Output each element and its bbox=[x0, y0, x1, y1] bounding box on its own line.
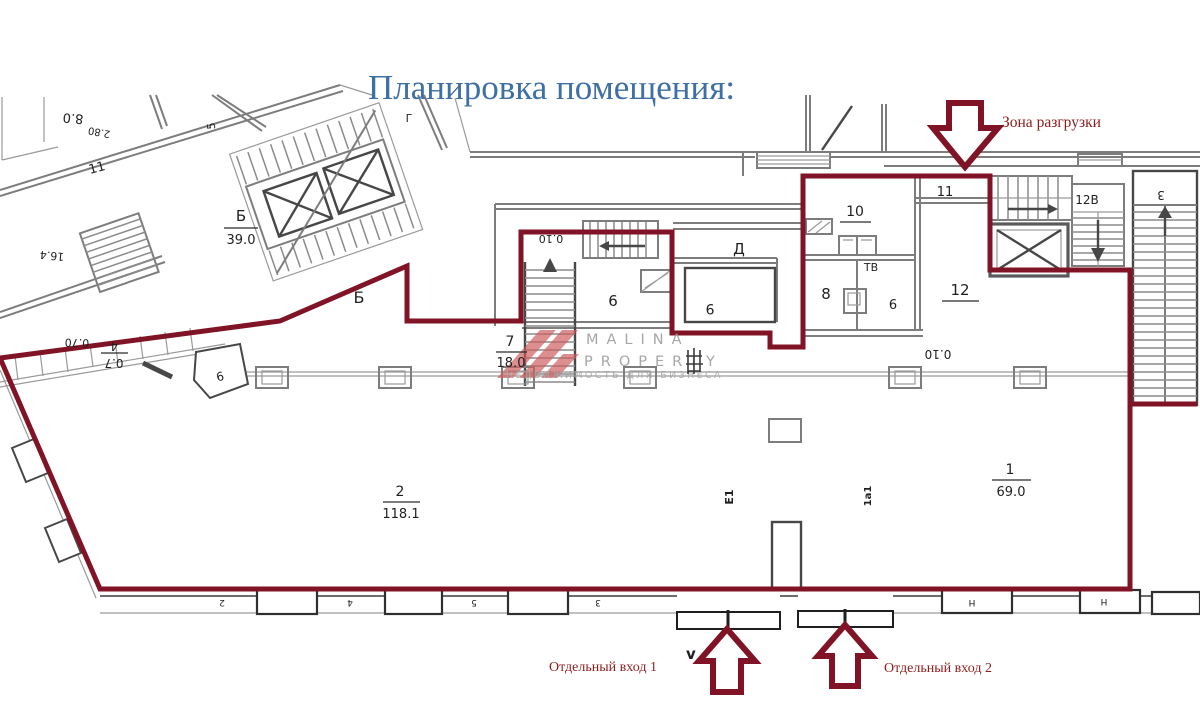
label-re: 9 bbox=[706, 300, 715, 316]
entrance1-arrow-icon bbox=[692, 624, 762, 695]
entrance2-label: Отдельный вход 2 bbox=[884, 661, 992, 676]
label-g: Г bbox=[406, 112, 413, 125]
rotated-side-stair bbox=[78, 211, 160, 294]
label-r1-area: 69.0 bbox=[997, 485, 1026, 500]
watermark-brand-top: MALINA bbox=[586, 332, 690, 348]
label-r2-num: 2 bbox=[396, 484, 405, 500]
column-line bbox=[230, 366, 1130, 591]
label-a010: 0.10 bbox=[539, 232, 564, 245]
label-r12: 12 bbox=[950, 281, 969, 299]
label-a010b: 0.10 bbox=[925, 347, 952, 361]
label-w2: 2 bbox=[219, 597, 225, 607]
label-a1: 1а1 bbox=[863, 486, 874, 507]
label-w3: 3 bbox=[595, 597, 601, 607]
label-a5: 5 bbox=[205, 122, 219, 130]
rotated-stair-core bbox=[228, 101, 424, 282]
watermark-tagline: НЕДВИЖИМОСТЬ ДЛЯ БИЗНЕСА bbox=[506, 370, 723, 381]
arrows bbox=[692, 100, 1005, 695]
stair-far-right bbox=[1131, 169, 1199, 407]
label-rd: Д bbox=[733, 240, 745, 258]
plan-labels: Б 39.0 11 8.0 2.80 16.4 5 Г 0.70 4 0.7 9… bbox=[39, 109, 1165, 607]
page-title: Планировка помещения: bbox=[368, 68, 735, 107]
label-r8: 8 bbox=[821, 285, 831, 303]
v-mark: v bbox=[686, 645, 696, 663]
label-r10: 10 bbox=[846, 204, 864, 220]
entrance1-label: Отдельный вход 1 bbox=[549, 660, 657, 675]
label-sec-b: Б bbox=[354, 288, 365, 307]
label-a070: 0.70 bbox=[65, 336, 90, 350]
label-wn1: Н bbox=[969, 597, 976, 607]
label-tv: ТВ bbox=[863, 261, 878, 274]
label-bu-num: Б bbox=[236, 207, 246, 225]
label-wn2: Н bbox=[1101, 596, 1108, 606]
label-r4-area: 0.7 bbox=[104, 356, 123, 370]
label-r4-num: 4 bbox=[110, 339, 118, 353]
label-r11tl: 11 bbox=[87, 159, 107, 178]
label-r3: 3 bbox=[1157, 188, 1165, 202]
unloading-zone-label: Зона разгрузки bbox=[1002, 114, 1101, 131]
label-r11: 11 bbox=[937, 185, 954, 200]
label-bu-area: 39.0 bbox=[227, 233, 256, 248]
label-r2-area: 118.1 bbox=[382, 507, 419, 522]
entrance-vestibules bbox=[676, 609, 894, 632]
stair-center-upper bbox=[582, 220, 659, 259]
label-a280: 2.80 bbox=[87, 124, 111, 139]
watermark-logo-icon bbox=[497, 330, 579, 378]
label-a164: 16.4 bbox=[39, 248, 65, 263]
label-r7-area: 18.0 bbox=[497, 356, 526, 371]
left-diagonal-wall bbox=[0, 327, 250, 599]
stair-right-upper bbox=[989, 175, 1073, 221]
premises-boundary bbox=[0, 173, 1197, 592]
rotated-wing-walls bbox=[0, 84, 471, 319]
label-r9: 9 bbox=[889, 295, 897, 310]
label-w4: 4 bbox=[347, 597, 353, 607]
boundary-outline bbox=[0, 173, 1133, 592]
watermark: MALINA PROPERTY НЕДВИЖИМОСТЬ ДЛЯ БИЗНЕСА bbox=[497, 330, 723, 381]
unloading-arrow-icon bbox=[926, 100, 1005, 172]
label-r1-num: 1 bbox=[1006, 462, 1015, 478]
label-r12v: 12В bbox=[1075, 193, 1099, 207]
bottom-wall bbox=[100, 588, 1200, 632]
entrance2-arrow-icon bbox=[811, 620, 879, 689]
watermark-brand-bottom: PROPERTY bbox=[584, 354, 723, 370]
label-r7-num: 7 bbox=[506, 334, 515, 350]
central-walls bbox=[470, 95, 1200, 337]
door-hatch-glyph bbox=[686, 348, 703, 374]
label-e1: Е1 bbox=[723, 489, 736, 504]
window-boxes bbox=[255, 588, 1200, 616]
stair-12v bbox=[1071, 183, 1125, 267]
label-a80: 8.0 bbox=[62, 109, 84, 126]
label-p9: 9 bbox=[215, 368, 225, 383]
label-w5: 5 bbox=[471, 597, 477, 607]
label-r6: 6 bbox=[608, 292, 618, 310]
